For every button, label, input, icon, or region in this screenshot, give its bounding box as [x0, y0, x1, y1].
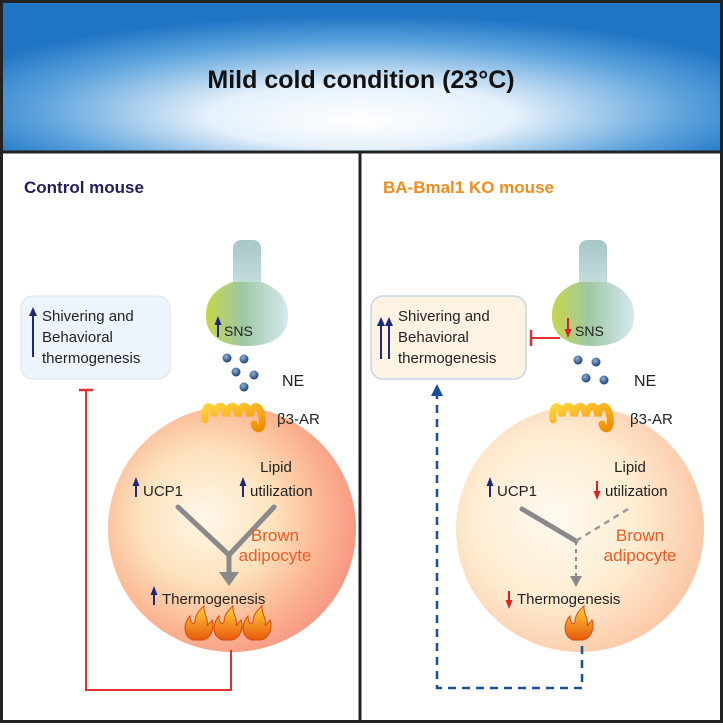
- fire-icon: [184, 604, 214, 641]
- behavior-box: [370, 295, 527, 380]
- beta3-receptor-icon: [201, 402, 266, 433]
- pathway-convergence: [519, 506, 629, 587]
- sns-label: SNS: [575, 323, 604, 339]
- ko-panel: BA-Bmal1 KO mouse Shivering and Behavior…: [370, 178, 704, 690]
- brown-adipocyte-cell: [456, 406, 704, 652]
- down-arrow-icon: [564, 318, 572, 338]
- header-banner: [0, 0, 723, 152]
- ucp1-label: UCP1: [143, 483, 183, 500]
- pathway-convergence: [175, 504, 277, 586]
- control-panel: Control mouse Shivering and Behavioral t…: [20, 178, 356, 691]
- behavior-label-line1: Shivering and: [42, 308, 134, 325]
- brown-adipocyte-cell: [108, 406, 356, 652]
- lipid-label-line2: utilization: [250, 483, 313, 500]
- ko-panel-title: BA-Bmal1 KO mouse: [383, 178, 554, 197]
- lipid-label-line1: Lipid: [260, 459, 292, 476]
- receptor-label: β3-AR: [277, 411, 320, 428]
- brown-adipocyte-label-line2: adipocyte: [239, 546, 312, 565]
- sns-label: SNS: [224, 323, 253, 339]
- control-panel-title: Control mouse: [24, 178, 144, 197]
- arrowhead-icon: [431, 384, 443, 396]
- ne-label: NE: [634, 373, 656, 390]
- behavior-label-line3: thermogenesis: [398, 350, 496, 367]
- lipid-label-line1: Lipid: [614, 459, 646, 476]
- brown-adipocyte-label-line2: adipocyte: [604, 546, 677, 565]
- behavior-label-line3: thermogenesis: [42, 350, 140, 367]
- norepinephrine-dots: [222, 353, 259, 392]
- beta3-receptor-icon: [549, 402, 614, 433]
- behavior-label-line1: Shivering and: [398, 308, 490, 325]
- ucp1-label: UCP1: [497, 483, 537, 500]
- ne-label: NE: [282, 373, 304, 390]
- fire-icon: [564, 604, 594, 641]
- sns-nerve-terminal: [205, 240, 289, 346]
- thermogenesis-label: Thermogenesis: [162, 591, 265, 608]
- inhibition-line: [85, 390, 232, 691]
- up-arrow-icon: [239, 477, 247, 497]
- down-arrow-icon: [593, 481, 601, 500]
- receptor-label: β3-AR: [630, 411, 673, 428]
- behavior-box: [20, 295, 171, 380]
- compensatory-feedback-arrow: [435, 395, 584, 690]
- brown-adipocyte-label-line1: Brown: [616, 526, 664, 545]
- up-arrow-icon: [132, 477, 140, 497]
- fire-icon: [213, 604, 243, 641]
- up-arrow-icon: [486, 477, 494, 497]
- brown-adipocyte-label-line1: Brown: [251, 526, 299, 545]
- up-arrow-icon: [214, 316, 222, 337]
- down-arrow-icon: [505, 591, 513, 609]
- header-title: Mild cold condition (23°C): [207, 66, 514, 94]
- up-arrow-icon: [29, 307, 37, 357]
- lipid-label-line2: utilization: [605, 483, 668, 500]
- double-up-arrow-icon: [377, 317, 393, 359]
- behavior-label-line2: Behavioral: [398, 329, 469, 346]
- thermogenesis-label: Thermogenesis: [517, 591, 620, 608]
- fire-icon: [242, 604, 272, 641]
- sns-nerve-terminal: [551, 240, 635, 346]
- behavior-label-line2: Behavioral: [42, 329, 113, 346]
- up-arrow-icon: [150, 586, 158, 605]
- norepinephrine-dots: [573, 355, 609, 385]
